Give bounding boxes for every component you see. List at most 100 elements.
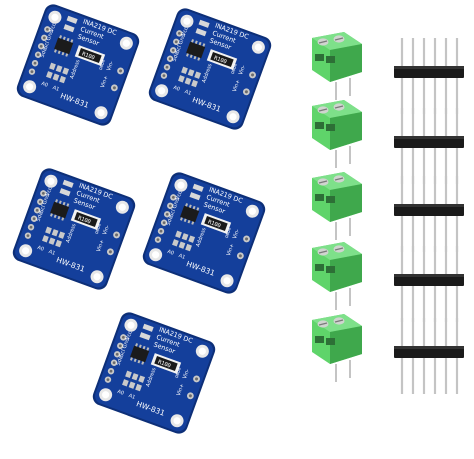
ic-lead bbox=[62, 201, 66, 206]
address-pin-label: A0 bbox=[36, 245, 44, 253]
mounting-hole bbox=[97, 109, 105, 117]
screw-terminal-4 bbox=[306, 238, 366, 316]
mounting-hole bbox=[102, 391, 110, 399]
shunt-resistor-top bbox=[204, 215, 228, 232]
header-pad-hole bbox=[162, 221, 166, 225]
ic-lead bbox=[193, 55, 197, 60]
terminal-side bbox=[330, 112, 362, 150]
vin-pad-hole bbox=[112, 86, 116, 90]
terminal-graphic bbox=[312, 32, 362, 100]
pin-label: Scl bbox=[119, 349, 127, 358]
header-pad-hole bbox=[35, 208, 39, 212]
header-pad-hole bbox=[168, 57, 172, 61]
smd-cap bbox=[63, 24, 75, 33]
pin-label: Gnd bbox=[122, 337, 131, 349]
pcb bbox=[15, 170, 133, 288]
screw-terminal-1 bbox=[306, 28, 366, 106]
header-pad-hole bbox=[177, 31, 181, 35]
shunt-label: R100 bbox=[81, 51, 96, 61]
smd-cap bbox=[62, 179, 74, 188]
address-jumper-pad bbox=[184, 77, 192, 85]
wire-opening bbox=[315, 336, 324, 343]
header-pad-hole bbox=[26, 234, 30, 238]
ic-lead bbox=[57, 215, 61, 220]
vin-pad-hole bbox=[188, 394, 192, 398]
screw-slot bbox=[318, 180, 328, 184]
header-plastic-highlight bbox=[394, 204, 464, 207]
header-pad-hole bbox=[115, 352, 119, 356]
header-pad-hole bbox=[162, 74, 166, 78]
ic-lead bbox=[198, 41, 202, 46]
header-pad-hole bbox=[171, 48, 175, 52]
pin-label: Vin- bbox=[238, 64, 247, 76]
pin-label: Sda bbox=[40, 47, 49, 58]
address-jumper-pad bbox=[58, 231, 66, 239]
address-pin-label: A1 bbox=[184, 89, 192, 97]
ic-lead bbox=[53, 214, 57, 219]
address-jumper-pad bbox=[187, 69, 195, 77]
screw-slot bbox=[334, 105, 344, 109]
pcb bbox=[151, 10, 269, 128]
address-pin-label: A0 bbox=[172, 85, 180, 93]
mounting-hole bbox=[158, 87, 166, 95]
terminal-graphic bbox=[312, 172, 362, 240]
terminal-side bbox=[330, 326, 362, 364]
address-pin-label: A0 bbox=[116, 389, 124, 397]
header-pad-hole bbox=[168, 204, 172, 208]
pin-label: Sda bbox=[172, 51, 181, 62]
mounting-hole bbox=[248, 207, 256, 215]
ina219-chip bbox=[50, 201, 70, 219]
header-graphic bbox=[394, 38, 464, 114]
address-jumper-pad bbox=[175, 230, 182, 239]
vin-pad-hole bbox=[244, 90, 248, 94]
address-jumper-pad bbox=[125, 370, 132, 379]
screw-slot bbox=[334, 177, 344, 181]
ic-lead bbox=[129, 357, 133, 361]
address-jumper-pad bbox=[185, 243, 192, 252]
header-pad-hole bbox=[156, 238, 160, 242]
address-jumper-pad bbox=[51, 229, 59, 237]
pin-header-1 bbox=[394, 38, 466, 116]
header-pad-hole bbox=[33, 61, 37, 65]
header-pad-hole bbox=[38, 200, 42, 204]
pin-label: Sda bbox=[166, 215, 175, 226]
header-graphic bbox=[394, 246, 464, 322]
ic-lead bbox=[185, 53, 189, 57]
mounting-hole bbox=[152, 251, 160, 259]
terminal-side bbox=[330, 44, 362, 82]
pin-label: Vcc bbox=[181, 26, 190, 37]
smd-cap bbox=[189, 192, 201, 201]
shunt-resistor-top bbox=[74, 211, 98, 228]
ic-lead bbox=[192, 205, 196, 210]
ic-lead bbox=[57, 50, 61, 55]
address-jumper-pad bbox=[55, 65, 63, 73]
pin-label: Sda bbox=[36, 211, 45, 222]
address-pin-label: A1 bbox=[52, 85, 60, 93]
wire-opening bbox=[326, 124, 335, 131]
pin-label: Vcc bbox=[45, 186, 54, 197]
pin-label: Vcc bbox=[125, 330, 134, 341]
ic-lead bbox=[194, 40, 198, 44]
ic-lead bbox=[53, 49, 57, 53]
ic-lead bbox=[197, 57, 201, 61]
ic-lead bbox=[196, 207, 200, 211]
address-jumper-pad bbox=[138, 375, 146, 383]
cap-label: 0604 bbox=[174, 367, 182, 379]
screw-slot bbox=[334, 247, 344, 251]
address-pin-label: A0 bbox=[40, 81, 48, 89]
screw-slot bbox=[318, 250, 328, 254]
header-plastic-highlight bbox=[394, 346, 464, 349]
mounting-hole bbox=[223, 277, 231, 285]
pin-label: Vin+ bbox=[232, 79, 242, 93]
mounting-hole bbox=[26, 83, 34, 91]
header-pad-hole bbox=[29, 225, 33, 229]
pin-label: Gnd bbox=[46, 29, 55, 41]
ic-lead bbox=[59, 35, 63, 39]
ic-lead bbox=[179, 217, 183, 221]
